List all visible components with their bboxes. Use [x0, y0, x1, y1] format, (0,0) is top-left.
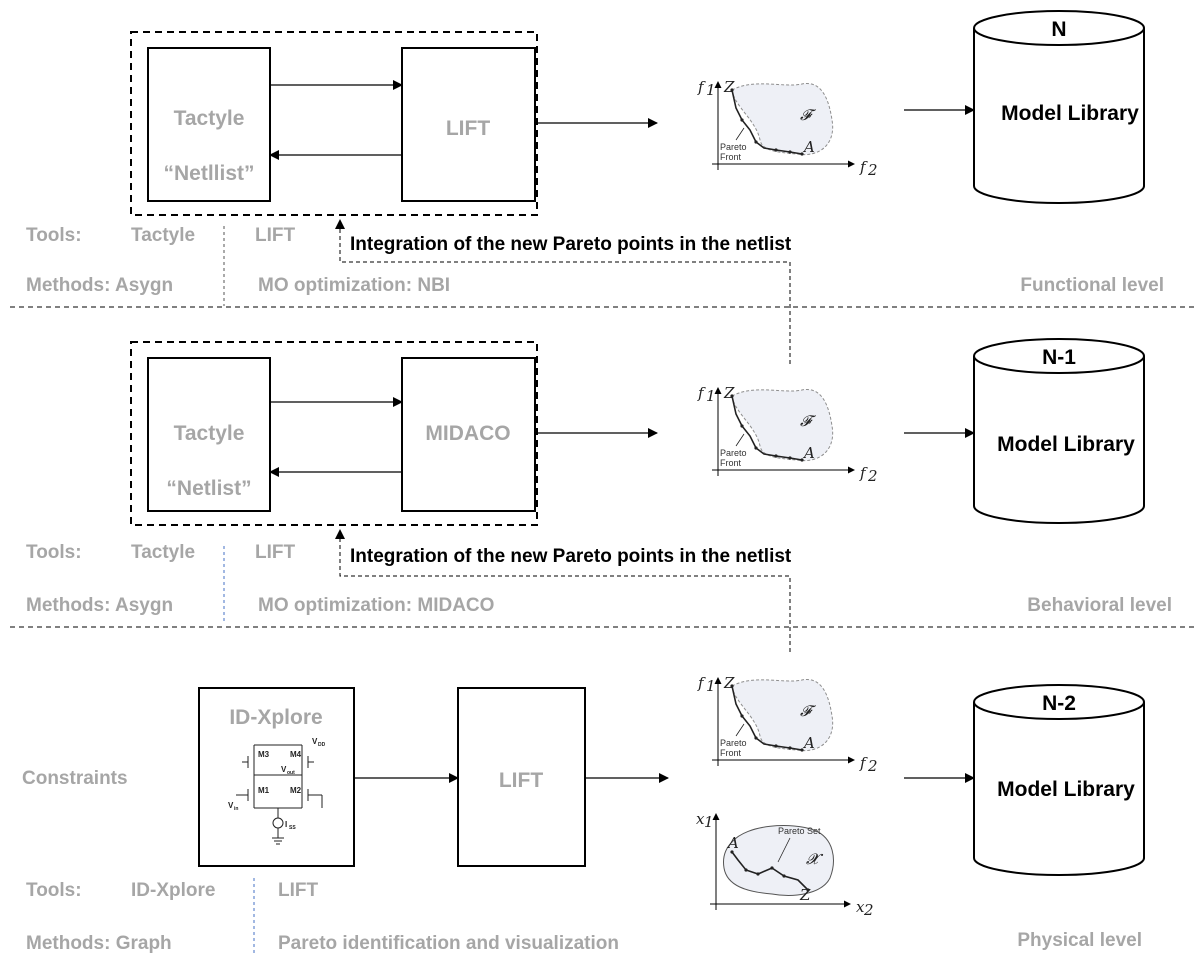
functional-tool-lift: LIFT: [255, 225, 295, 246]
functional-tools-label: Tools:: [26, 225, 82, 246]
library-level-n2: N-2: [1042, 692, 1076, 715]
svg-text:2: 2: [863, 901, 874, 919]
behavioral-section: Tactyle “Netlist” MIDACO f 1 f 2 𝓕 Z A P…: [26, 338, 1172, 652]
svg-text:Pareto: Pareto: [720, 448, 747, 458]
behavioral-methods: Methods: Asygn: [26, 595, 173, 616]
pareto-set-plot: x 1 x 2 𝓧 Pareto Set A Z: [696, 810, 874, 919]
functional-methods: Methods: Asygn: [26, 275, 173, 296]
svg-text:1: 1: [704, 813, 714, 831]
lift-label-2: LIFT: [499, 769, 543, 792]
feedback-line-2: [335, 529, 791, 652]
svg-text:f: f: [697, 384, 706, 402]
lift-box: [401, 47, 536, 202]
svg-text:A: A: [726, 834, 739, 852]
svg-text:Z: Z: [799, 886, 811, 904]
library-name-n2: Model Library: [997, 778, 1135, 801]
svg-text:in: in: [234, 806, 238, 812]
svg-text:2: 2: [867, 757, 878, 775]
functional-section: Tactyle “Netllist” LIFT f 1 f 2 𝓕 Z A Pa…: [26, 10, 1164, 364]
svg-text:1: 1: [706, 387, 716, 405]
tactyle-box-2: [147, 357, 271, 512]
svg-text:Front: Front: [720, 458, 742, 468]
svg-text:f: f: [859, 464, 868, 482]
midaco-label: MIDACO: [425, 422, 510, 445]
svg-text:2: 2: [867, 467, 878, 485]
behavioral-optimization: MO optimization: MIDACO: [258, 595, 494, 616]
idxplore-label: ID-Xplore: [229, 706, 322, 729]
functional-optimization: MO optimization: NBI: [258, 275, 450, 296]
library-name-n: Model Library: [1001, 102, 1139, 125]
svg-text:Pareto: Pareto: [720, 142, 747, 152]
svg-text:A: A: [802, 734, 815, 752]
library-level-n: N: [1051, 18, 1066, 41]
lift-box-2: [457, 687, 586, 867]
pareto-front-plot-3: f 1 f 2 𝓕 Z A Pareto Front: [697, 674, 878, 775]
svg-text:Pareto: Pareto: [720, 738, 747, 748]
svg-text:I: I: [285, 820, 287, 829]
constraints-label: Constraints: [22, 768, 128, 789]
physical-tool-idxplore: ID-Xplore: [131, 880, 215, 901]
integration-text-2: Integration of the new Pareto points in …: [350, 546, 792, 567]
netlist-label-2: “Netlist”: [166, 477, 251, 500]
differential-pair-schematic: [236, 744, 323, 845]
svg-text:M3: M3: [258, 750, 270, 759]
svg-text:DD: DD: [318, 742, 326, 748]
physical-tool-lift: LIFT: [278, 880, 318, 901]
library-level-n1: N-1: [1042, 346, 1076, 369]
svg-text:f: f: [697, 674, 706, 692]
svg-text:M1: M1: [258, 786, 270, 795]
behavioral-tools-label: Tools:: [26, 542, 82, 563]
library-name-n1: Model Library: [997, 433, 1135, 456]
functional-tool-tactyle: Tactyle: [131, 225, 195, 246]
behavioral-tool-lift: LIFT: [255, 542, 295, 563]
model-library-n1: N-1 Model Library: [973, 338, 1145, 524]
svg-text:2: 2: [867, 161, 878, 179]
model-library-n: N Model Library: [973, 10, 1145, 204]
behavioral-level-label: Behavioral level: [1027, 595, 1172, 616]
svg-text:V: V: [281, 765, 287, 774]
svg-text:x: x: [696, 810, 705, 828]
svg-text:V: V: [228, 801, 234, 810]
physical-identification: Pareto identification and visualization: [278, 933, 619, 954]
svg-text:A: A: [802, 444, 815, 462]
model-library-n2: N-2 Model Library: [973, 684, 1145, 876]
tactyle-label: Tactyle: [174, 107, 245, 130]
lift-label: LIFT: [446, 117, 490, 140]
integration-text-1: Integration of the new Pareto points in …: [350, 234, 792, 255]
svg-text:Pareto Set: Pareto Set: [778, 826, 821, 836]
svg-text:1: 1: [706, 81, 716, 99]
svg-text:M4: M4: [290, 750, 302, 759]
physical-methods: Methods: Graph: [26, 933, 172, 954]
pareto-front-plot: f 1 f 2 𝓕 Z A Pareto Front: [697, 78, 878, 179]
idxplore-box: [198, 687, 355, 867]
physical-tools-label: Tools:: [26, 880, 82, 901]
behavioral-tool-tactyle: Tactyle: [131, 542, 195, 563]
feedback-line-1: [335, 219, 791, 364]
svg-text:1: 1: [706, 677, 716, 695]
svg-text:f: f: [859, 158, 868, 176]
svg-text:Z: Z: [723, 674, 735, 692]
svg-text:f: f: [697, 78, 706, 96]
svg-text:SS: SS: [289, 825, 296, 831]
svg-text:V: V: [312, 737, 318, 746]
svg-text:Z: Z: [723, 78, 735, 96]
svg-text:Front: Front: [720, 152, 742, 162]
svg-text:Z: Z: [723, 384, 735, 402]
svg-text:M2: M2: [290, 786, 302, 795]
midaco-box: [401, 357, 536, 512]
physical-level-label: Physical level: [1017, 930, 1142, 951]
netlist-label: “Netllist”: [163, 162, 254, 185]
tactyle-label-2: Tactyle: [174, 422, 245, 445]
svg-text:f: f: [859, 754, 868, 772]
svg-text:out: out: [287, 770, 295, 776]
functional-level-label: Functional level: [1020, 275, 1164, 296]
svg-text:x: x: [856, 898, 865, 916]
svg-text:A: A: [802, 138, 815, 156]
pareto-front-plot-2: f 1 f 2 𝓕 Z A Pareto Front: [697, 384, 878, 485]
tactyle-box: [147, 47, 271, 202]
physical-section: Constraints ID-Xplore: [22, 674, 1145, 955]
svg-text:Front: Front: [720, 748, 742, 758]
